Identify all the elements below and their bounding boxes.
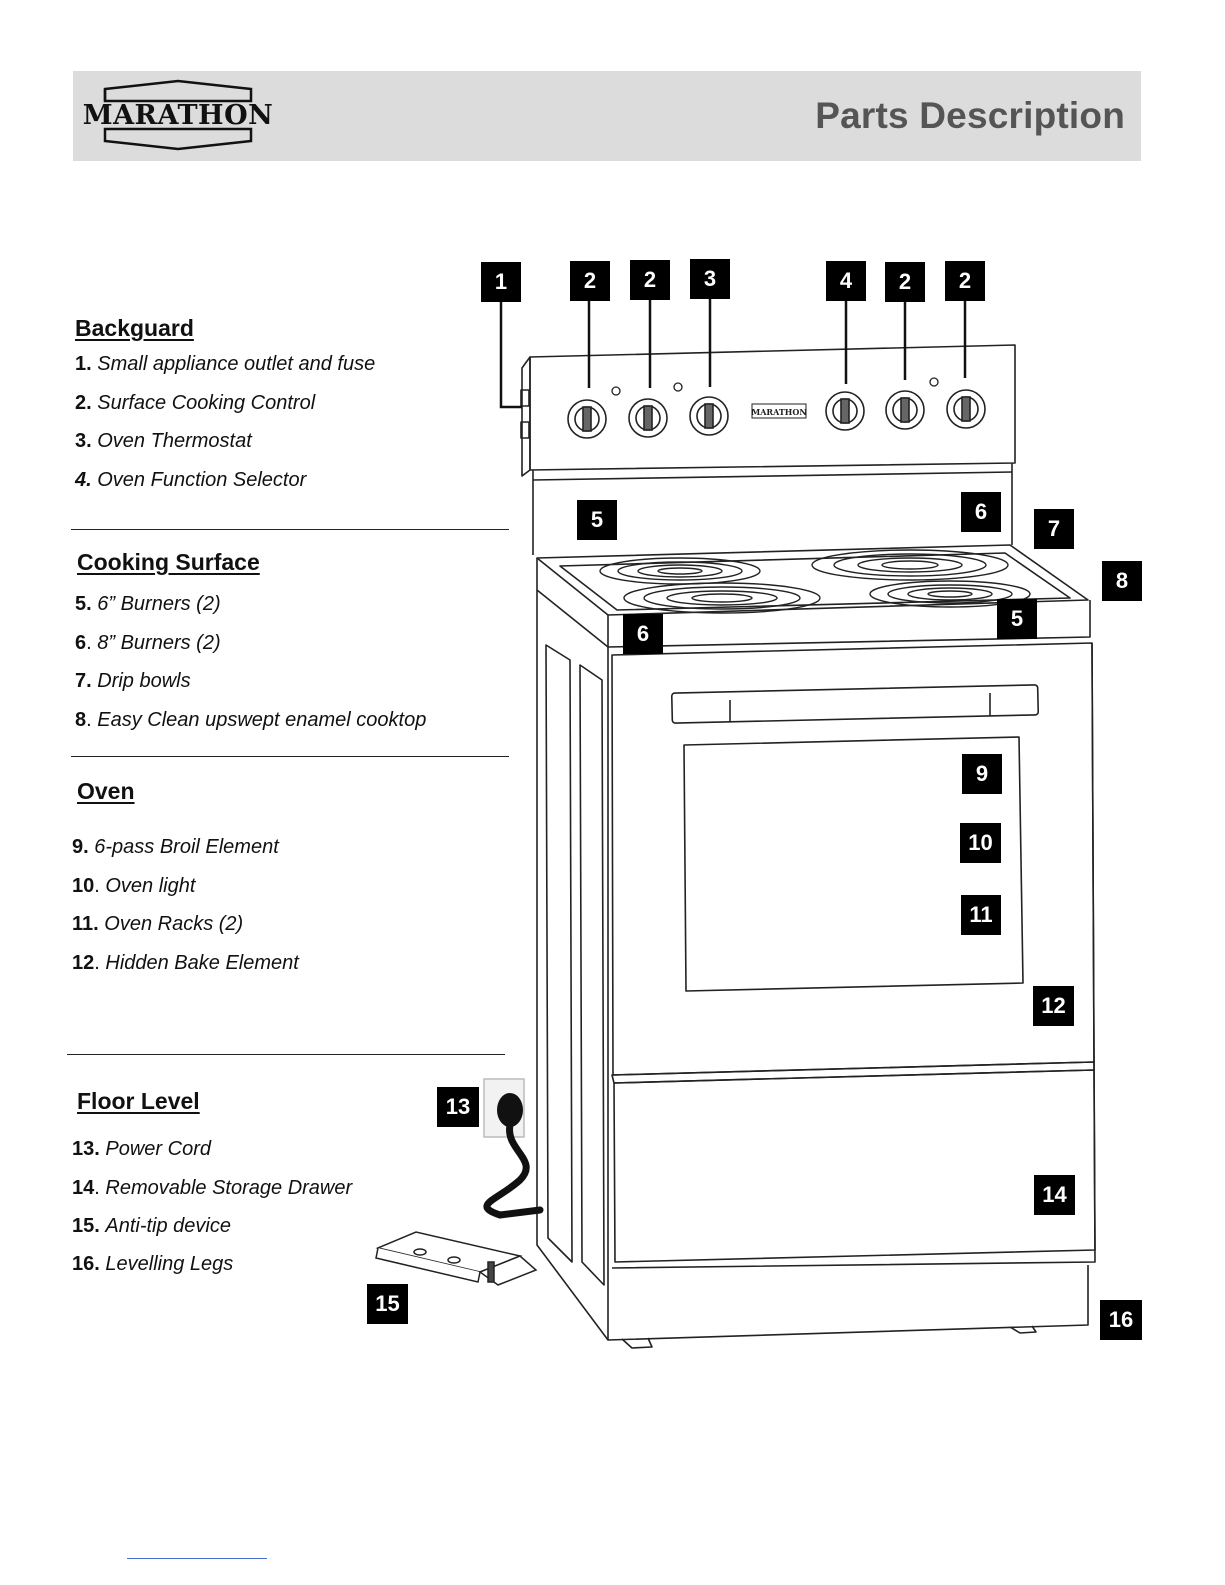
page-title: Parts Description (815, 95, 1125, 136)
header-banner: MARATHON Parts Description (73, 71, 1141, 161)
callout-16: 16 (1100, 1300, 1142, 1340)
callout-11: 11 (961, 895, 1001, 935)
callout-3: 3 (690, 259, 730, 299)
callout-15: 15 (367, 1284, 408, 1324)
storage-drawer (613, 1069, 1096, 1263)
burners (599, 549, 1031, 614)
oven-door (611, 642, 1095, 1076)
list-item: 1. Small appliance outlet and fuse (75, 353, 376, 375)
list-item: 3. Oven Thermostat (75, 430, 252, 452)
list-item: 15. Anti-tip device (72, 1215, 231, 1237)
callout-5: 5 (997, 599, 1037, 639)
list-item: 7. Drip bowls (75, 670, 191, 692)
callout-9: 9 (962, 754, 1002, 794)
callout-6: 6 (961, 492, 1001, 532)
range-body (536, 590, 1089, 1341)
anti-tip-bracket (375, 1231, 538, 1286)
list-item: 6. 8” Burners (2) (75, 632, 221, 654)
section-title-backguard: Backguard (75, 315, 194, 341)
section-divider (67, 1054, 505, 1055)
callout-5: 5 (577, 500, 617, 540)
callout-14: 14 (1034, 1175, 1075, 1215)
list-item: 12. Hidden Bake Element (72, 952, 299, 974)
list-item: 11. Oven Racks (2) (72, 913, 244, 935)
backguard-panel (529, 344, 1016, 471)
footer-link-underline (127, 1558, 267, 1559)
callout-4: 4 (826, 261, 866, 301)
section-title-floor-level: Floor Level (77, 1088, 200, 1114)
list-item: 2. Surface Cooking Control (75, 392, 316, 414)
section-title-cooking-surface: Cooking Surface (77, 549, 260, 575)
svg-text:MARATHON: MARATHON (751, 407, 806, 417)
list-item: 10. Oven light (72, 875, 196, 897)
callout-6: 6 (623, 614, 663, 654)
oven-handle (670, 684, 1040, 724)
range-badge (751, 403, 807, 419)
callout-2: 2 (945, 261, 985, 301)
callout-2: 2 (570, 261, 610, 301)
callout-10: 10 (960, 823, 1001, 863)
list-item: 5. 6” Burners (2) (75, 593, 221, 615)
callout-2: 2 (630, 260, 670, 300)
list-item: 16. Levelling Legs (72, 1253, 234, 1275)
callout-12: 12 (1033, 986, 1074, 1026)
list-item: 9. 6-pass Broil Element (72, 836, 279, 858)
list-item: 13. Power Cord (72, 1138, 211, 1160)
power-cord (483, 1078, 544, 1219)
section-title-oven: Oven (77, 778, 135, 804)
marathon-logo: MARATHON (83, 79, 273, 151)
callout-7: 7 (1034, 509, 1074, 549)
callout-2: 2 (885, 262, 925, 302)
section-divider (71, 529, 509, 530)
svg-text:MARATHON: MARATHON (83, 100, 273, 131)
callout-8: 8 (1102, 561, 1142, 601)
leader-lines (499, 299, 967, 409)
section-divider (71, 756, 509, 757)
list-item: 14. Removable Storage Drawer (72, 1177, 353, 1199)
callout-1: 1 (481, 262, 521, 302)
callout-13: 13 (437, 1087, 479, 1127)
control-knobs (567, 389, 986, 439)
list-item: 4. Oven Function Selector (75, 469, 307, 491)
list-item: 8. Easy Clean upswept enamel cooktop (75, 709, 427, 731)
